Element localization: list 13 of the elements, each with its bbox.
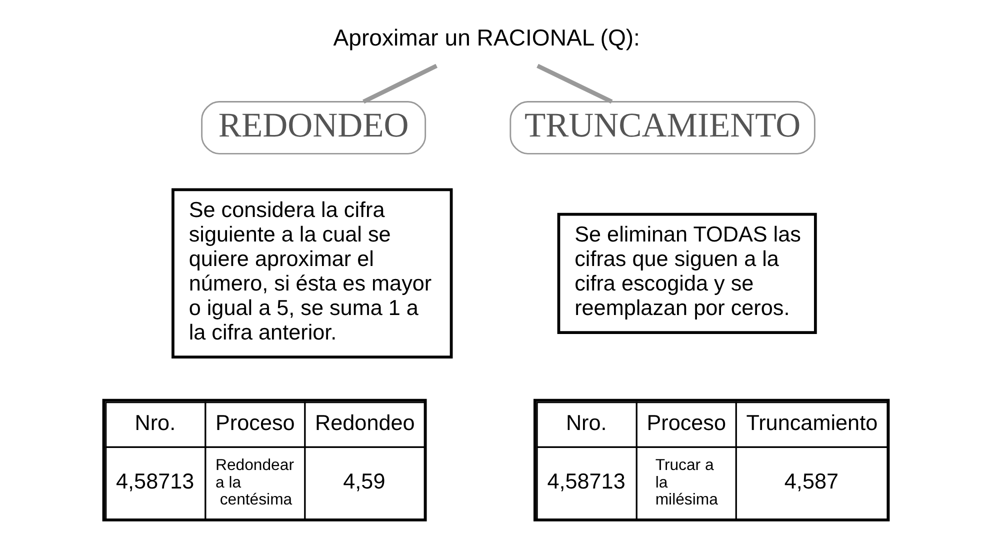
label: 4,58713 — [116, 468, 194, 494]
label: Redondeo — [315, 410, 415, 435]
label: 4,587 — [784, 468, 839, 494]
label: 4,58713 — [547, 468, 626, 494]
label: Redondear a la centésima — [216, 456, 294, 509]
label: Trucar a la milésima — [655, 456, 718, 509]
label: 4,59 — [343, 468, 386, 494]
label: Truncamiento — [746, 410, 878, 435]
node-text: Aproximar un RACIONAL (Q): — [333, 24, 640, 50]
label: Nro. — [566, 410, 607, 435]
label: Proceso — [216, 410, 295, 435]
label: Proceso — [646, 410, 726, 435]
label: Nro. — [134, 410, 176, 435]
